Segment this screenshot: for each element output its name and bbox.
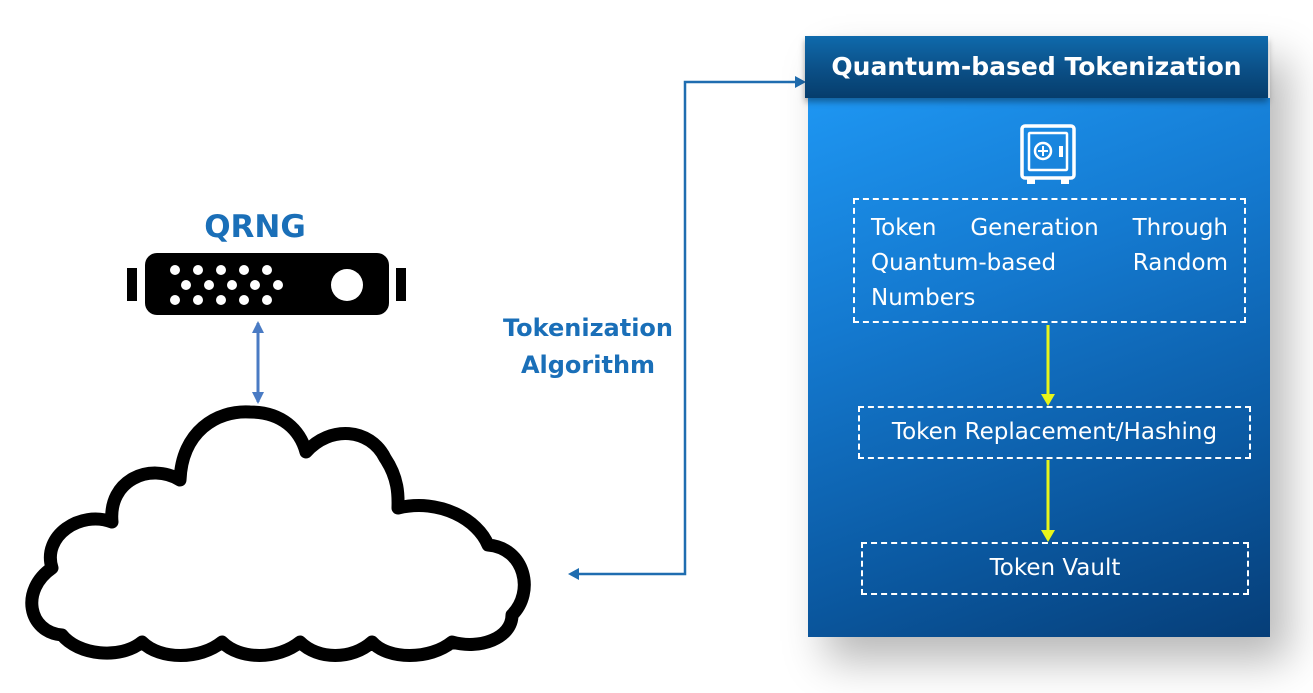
cloud-icon bbox=[25, 405, 531, 662]
tokenization-connector bbox=[575, 80, 798, 576]
tokenization-algorithm-label: Tokenization Algorithm bbox=[488, 310, 688, 384]
panel-body bbox=[808, 98, 1270, 637]
connector-arrowhead-left bbox=[568, 568, 579, 580]
panel-title: Quantum-based Tokenization bbox=[805, 36, 1268, 98]
qrng-label: QRNG bbox=[204, 209, 306, 245]
step-token-generation: Token Generation Through Quantum-based R… bbox=[853, 198, 1246, 323]
step-token-replacement: Token Replacement/Hashing bbox=[858, 406, 1251, 459]
algorithm-label-line2: Algorithm bbox=[520, 351, 656, 379]
qrng-device-icon bbox=[127, 253, 406, 315]
step-token-vault: Token Vault bbox=[861, 542, 1249, 595]
algorithm-label-line1: Tokenization bbox=[502, 314, 673, 342]
connector-arrowhead-right bbox=[795, 76, 806, 88]
